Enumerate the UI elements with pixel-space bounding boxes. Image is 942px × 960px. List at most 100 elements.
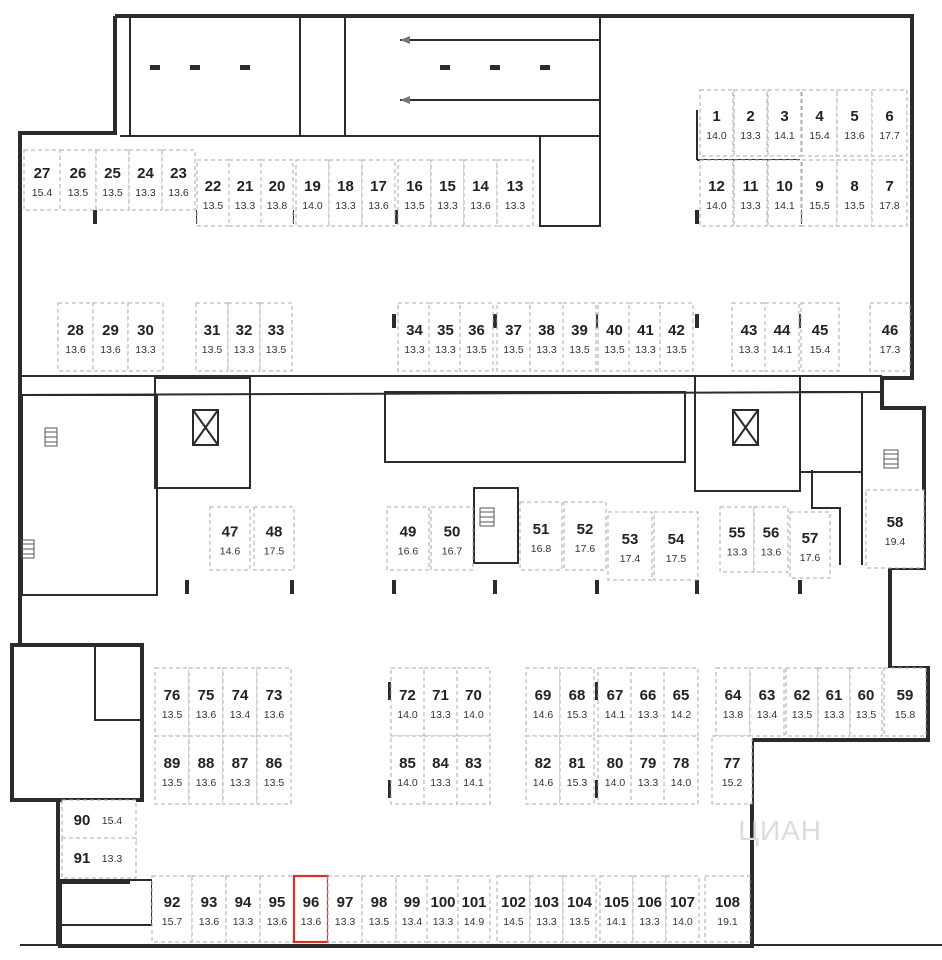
parking-spot-8[interactable]: 813.5 xyxy=(836,159,873,227)
parking-spot-2[interactable]: 213.3 xyxy=(733,89,768,157)
parking-spot-9[interactable]: 915.5 xyxy=(801,159,838,227)
parking-spot-4[interactable]: 415.4 xyxy=(801,89,838,157)
parking-spot-1[interactable]: 114.0 xyxy=(699,89,734,157)
parking-spot-7[interactable]: 717.8 xyxy=(871,159,908,227)
parking-spot-3[interactable]: 314.1 xyxy=(767,89,802,157)
parking-spot-6[interactable]: 617.7 xyxy=(871,89,908,157)
